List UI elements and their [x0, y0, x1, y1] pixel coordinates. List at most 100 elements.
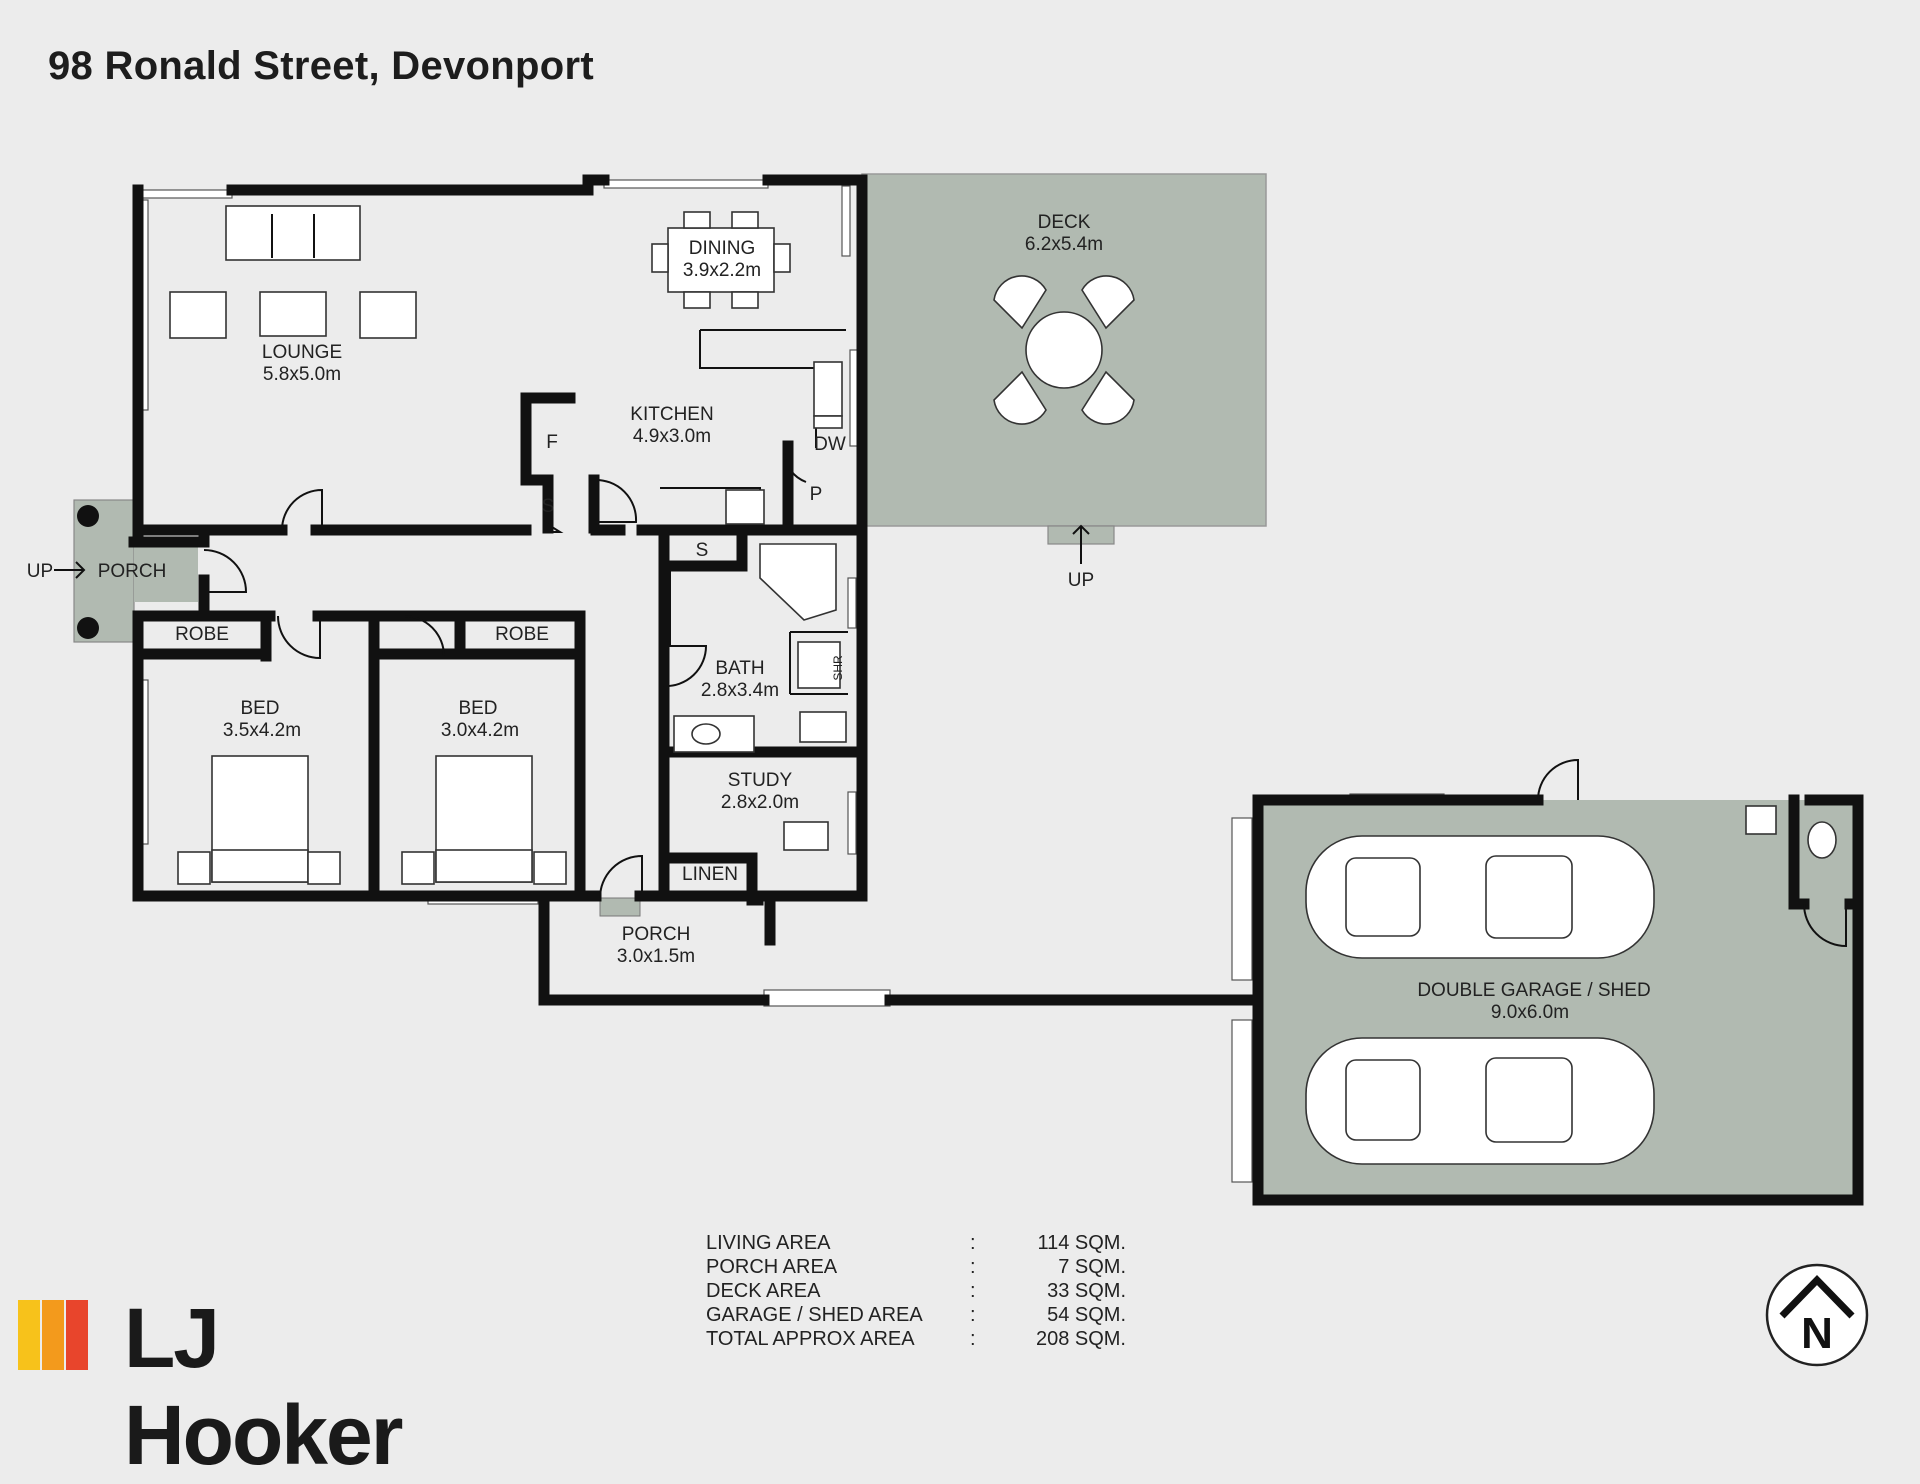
bed2-size: 3.0x4.2m: [441, 720, 519, 741]
area-value: 54 SQM.: [1047, 1304, 1126, 1326]
bedside-table: [401, 851, 435, 885]
sink: [813, 361, 843, 417]
area-row: PORCH AREA : 7 SQM.: [706, 1256, 1126, 1280]
bath-label: BATH: [715, 658, 764, 679]
shower: [797, 641, 841, 689]
window: [603, 179, 769, 189]
garage-door: [1231, 1019, 1253, 1183]
area-name: GARAGE / SHED AREA: [706, 1304, 923, 1326]
window: [847, 577, 857, 629]
logo-mark-icon: [18, 1300, 88, 1370]
area-row: GARAGE / SHED AREA : 54 SQM.: [706, 1304, 1126, 1328]
front-porch-label: PORCH: [622, 924, 691, 945]
car: [1305, 835, 1655, 959]
dishwasher: [813, 415, 843, 429]
porch-post: [77, 505, 99, 527]
floor-plan: DECK 6.2x5.4m DINING 3.9x2.2m LOUNGE 5.8…: [27, 173, 1864, 1206]
sofa: [225, 205, 361, 261]
side-porch-label: PORCH: [98, 561, 167, 582]
interior-wall: [128, 392, 868, 946]
front-porch-step: [599, 897, 641, 917]
window: [763, 989, 891, 1007]
pillows: [435, 849, 533, 883]
coffee-table: [259, 291, 327, 337]
store-label: S: [696, 540, 709, 561]
bath-partition: [663, 566, 848, 740]
area-value: 208 SQM.: [1035, 1328, 1126, 1350]
car: [1305, 1037, 1655, 1165]
area-value: 33 SQM.: [1047, 1280, 1126, 1302]
dining-label: DINING: [689, 238, 756, 259]
bathtub: [759, 543, 837, 621]
bed2-label: BED: [458, 698, 497, 719]
area-sep: :: [970, 1232, 976, 1254]
dining-chairs: [651, 211, 791, 309]
garage-label: DOUBLE GARAGE / SHED: [1417, 980, 1650, 1001]
dining-size: 3.9x2.2m: [683, 260, 761, 281]
front-porch-size: 3.0x1.5m: [617, 946, 695, 967]
area-name: DECK AREA: [706, 1280, 821, 1302]
lj-hooker-logo: LJ Hooker: [18, 1291, 468, 1482]
area-sep: :: [970, 1280, 976, 1302]
area-sep: :: [970, 1304, 976, 1326]
bedside-table: [177, 851, 211, 885]
area-value: 114 SQM.: [1037, 1232, 1126, 1254]
fridge-label: F: [546, 432, 558, 453]
door-swing: [203, 451, 1847, 948]
dishwasher-label: DW: [814, 434, 846, 455]
area-row: DECK AREA : 33 SQM.: [706, 1280, 1126, 1304]
kitchen-size: 4.9x3.0m: [633, 426, 711, 447]
study-size: 2.8x2.0m: [721, 792, 799, 813]
logo-text: LJ Hooker: [124, 1291, 403, 1482]
bed1-size: 3.5x4.2m: [223, 720, 301, 741]
bed1-label: BED: [240, 698, 279, 719]
garage-toilet: [1807, 821, 1837, 859]
area-row: LIVING AREA : 114 SQM.: [706, 1232, 1126, 1256]
side-porch-step: [134, 540, 198, 602]
armchair: [359, 291, 417, 339]
area-sep: :: [970, 1328, 976, 1350]
toilet: [799, 711, 847, 743]
pantry-label: P: [810, 484, 823, 505]
window: [847, 791, 857, 855]
outdoor-chairs: [993, 275, 1135, 425]
up-arrow-head: [75, 561, 86, 579]
outdoor-table: [1025, 311, 1103, 389]
garage-size: 9.0x6.0m: [1491, 1002, 1569, 1023]
deck-label: DECK: [1038, 212, 1091, 233]
linen-label: LINEN: [682, 864, 738, 885]
deck-size: 6.2x5.4m: [1025, 234, 1103, 255]
page-title: 98 Ronald Street, Devonport: [48, 44, 594, 88]
robe-label: ROBE: [495, 624, 549, 645]
north-arrow-icon: N: [1765, 1263, 1869, 1367]
area-sep: :: [970, 1256, 976, 1278]
pillows: [211, 849, 309, 883]
window: [841, 185, 851, 257]
up-label: UP: [1068, 570, 1094, 591]
bedside-table: [533, 851, 567, 885]
robe-label: ROBE: [175, 624, 229, 645]
shower-label: SHR: [831, 655, 845, 681]
basin: [691, 723, 721, 745]
lounge-label: LOUNGE: [262, 342, 342, 363]
up-label: UP: [27, 561, 53, 582]
window: [139, 189, 233, 199]
garage-door: [1231, 817, 1253, 981]
area-row: TOTAL APPROX AREA : 208 SQM.: [706, 1328, 1126, 1352]
area-name: TOTAL APPROX AREA: [706, 1328, 915, 1350]
bath-size: 2.8x3.4m: [701, 680, 779, 701]
store-label: S: [542, 496, 555, 517]
cooktop: [725, 489, 765, 525]
armchair: [169, 291, 227, 339]
bedside-table: [307, 851, 341, 885]
study-label: STUDY: [728, 770, 793, 791]
up-arrow-head: [1072, 524, 1090, 535]
area-name: PORCH AREA: [706, 1256, 838, 1278]
porch-post: [77, 617, 99, 639]
garage-sink: [1745, 805, 1777, 835]
lounge-size: 5.8x5.0m: [263, 364, 341, 385]
area-value: 7 SQM.: [1058, 1256, 1126, 1278]
compass-letter: N: [1801, 1309, 1833, 1358]
kitchen-label: KITCHEN: [630, 404, 713, 425]
area-name: LIVING AREA: [706, 1232, 831, 1254]
